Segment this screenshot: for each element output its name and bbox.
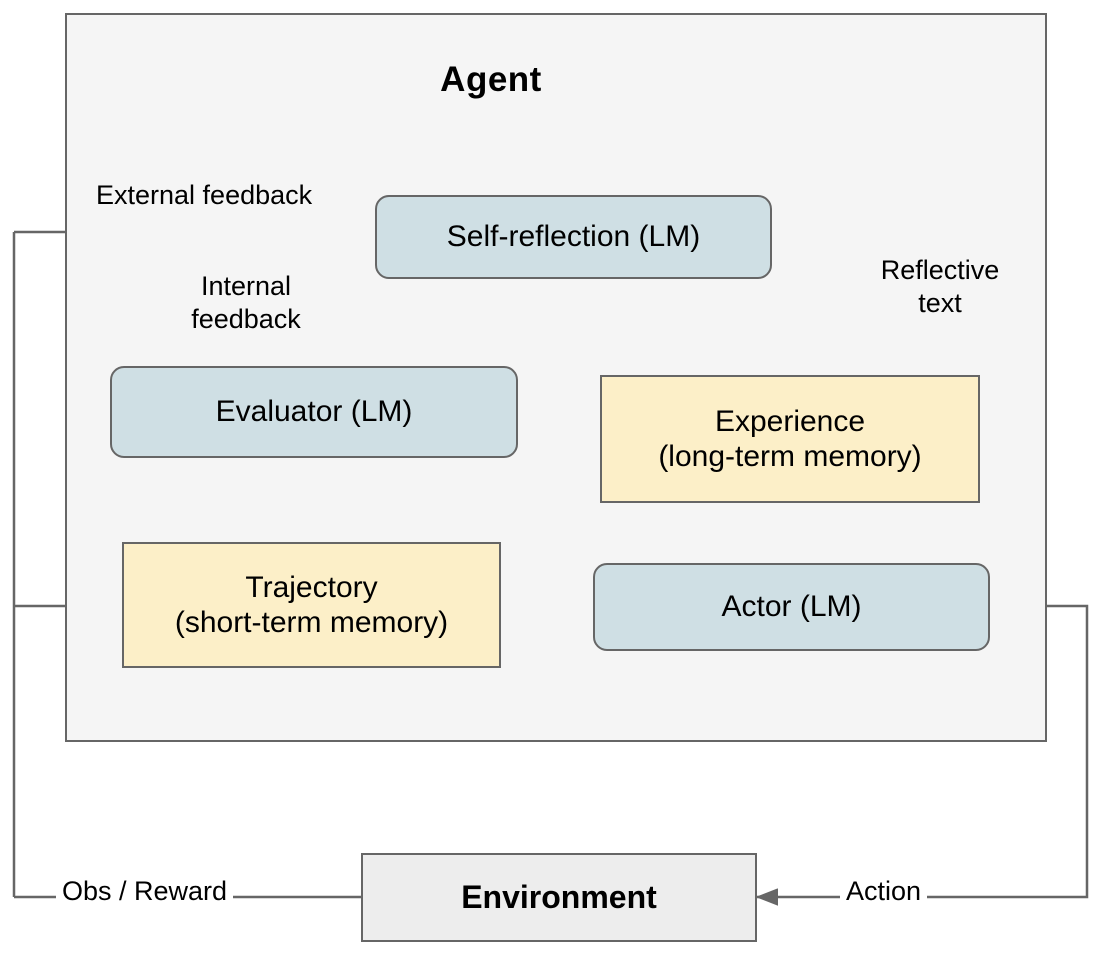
node-experience[interactable]: Experience (long-term memory)	[600, 375, 980, 503]
edge-label-reflective-text: Reflective text	[880, 255, 1000, 318]
node-self-reflection-label: Self-reflection (LM)	[446, 220, 701, 254]
node-environment-label: Environment	[461, 878, 657, 915]
edge-label-obs-reward: Obs / Reward	[56, 875, 234, 908]
node-experience-subtitle: (long-term memory)	[658, 440, 922, 473]
node-environment[interactable]: Environment	[361, 853, 757, 942]
node-evaluator-label: Evaluator (LM)	[215, 395, 413, 429]
node-evaluator[interactable]: Evaluator (LM)	[110, 366, 518, 458]
node-trajectory-subtitle: (short-term memory)	[174, 606, 449, 639]
node-actor[interactable]: Actor (LM)	[593, 563, 990, 651]
node-self-reflection[interactable]: Self-reflection (LM)	[375, 195, 772, 279]
edge-label-internal-feedback: Internal feedback	[191, 271, 301, 334]
node-trajectory-title: Trajectory	[245, 570, 378, 604]
node-trajectory[interactable]: Trajectory (short-term memory)	[122, 542, 501, 668]
edge-label-external-feedback: External feedback	[96, 180, 313, 210]
node-actor-label: Actor (LM)	[721, 590, 862, 624]
node-experience-title: Experience	[714, 404, 866, 438]
edge-label-action: Action	[840, 875, 928, 908]
agent-title: Agent	[440, 60, 542, 99]
